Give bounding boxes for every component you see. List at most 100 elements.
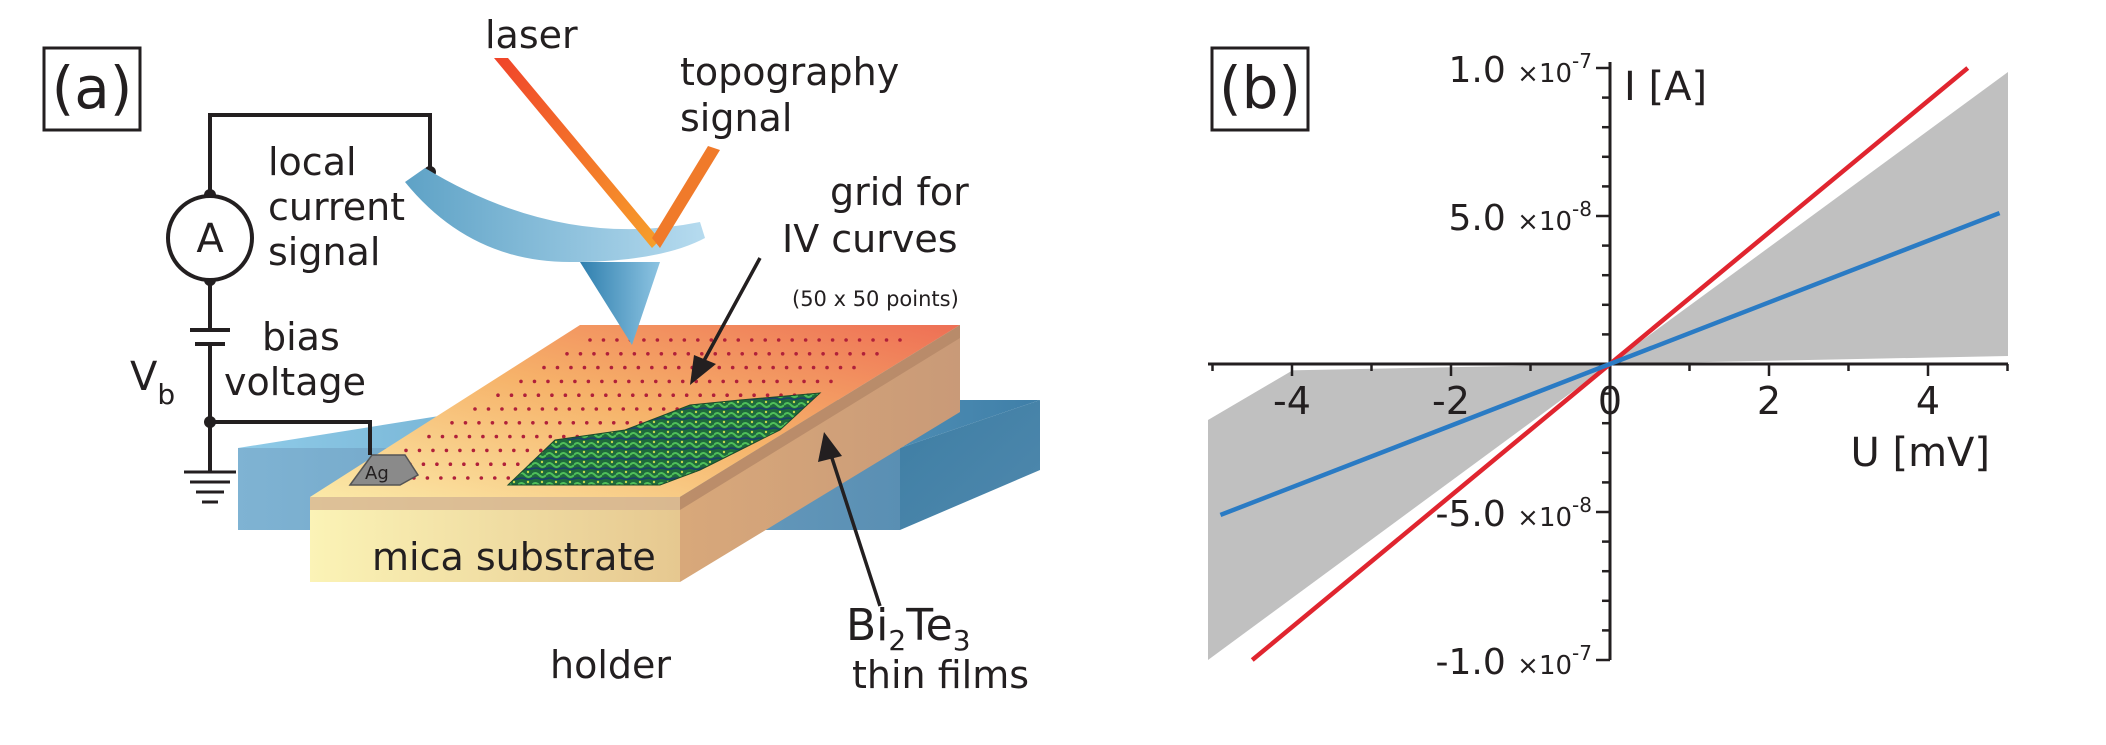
grid-arrow-head xyxy=(690,355,716,385)
current-label-1: local xyxy=(268,140,357,184)
grid-dot xyxy=(536,393,541,398)
grid-dot xyxy=(807,352,812,356)
grid-dot xyxy=(848,352,852,356)
grid-dot xyxy=(532,379,537,384)
grid-dot xyxy=(594,407,599,411)
grid-dot xyxy=(617,393,622,398)
grid-dot xyxy=(425,476,430,480)
grid-dot xyxy=(744,365,748,370)
film-label-1: Bi2Te3 xyxy=(846,600,971,657)
grid-dot xyxy=(776,338,781,342)
grid-dot xyxy=(749,338,754,342)
panel-b-label-box xyxy=(1210,46,1310,132)
grid-dot xyxy=(730,365,735,370)
grid-dot xyxy=(466,476,470,480)
grid-dot xyxy=(512,448,516,453)
laser-label: laser xyxy=(485,13,578,57)
grid-dot xyxy=(717,365,722,370)
grid-dot xyxy=(748,379,752,384)
grid-dot xyxy=(506,476,511,480)
grid-dot xyxy=(479,476,484,480)
grid-dot xyxy=(784,365,789,370)
band-gap-left xyxy=(1208,366,1300,420)
iv-curves-band-left xyxy=(1208,364,1610,660)
film-arrow xyxy=(828,451,882,607)
grid-dot xyxy=(513,407,518,411)
grid-points-label: (50 x 50 points) xyxy=(792,287,959,311)
grid-dot xyxy=(698,393,702,398)
grid-dot xyxy=(444,448,449,453)
grid-dot xyxy=(525,448,530,453)
vb-label: Vb xyxy=(130,354,175,411)
grid-dot xyxy=(861,352,866,356)
grid-dot xyxy=(636,365,641,370)
grid-dot xyxy=(517,421,522,425)
x-tick-label: -4 xyxy=(1273,379,1311,423)
grid-dot xyxy=(852,365,856,370)
grid-dot xyxy=(500,407,504,411)
grid-dot xyxy=(540,407,545,411)
grid-dot xyxy=(829,379,833,384)
grid-dot xyxy=(632,352,637,356)
current-label-3: signal xyxy=(268,230,380,274)
ammeter-symbol xyxy=(166,194,254,282)
grid-dot xyxy=(509,393,514,398)
grid-dot xyxy=(615,338,619,342)
laser-beam-out xyxy=(652,146,720,248)
grid-dot xyxy=(427,434,431,439)
grid-dot xyxy=(630,393,635,398)
grid-dot xyxy=(646,352,650,356)
grid-dot xyxy=(542,365,546,370)
grid-dot xyxy=(489,462,493,467)
grid-dot xyxy=(473,407,477,411)
grid-dot xyxy=(584,421,589,425)
grid-dot xyxy=(676,365,681,370)
grid-dot xyxy=(558,421,562,425)
grid-dot xyxy=(490,421,495,425)
afm-tip xyxy=(580,262,660,345)
grid-dot xyxy=(548,434,553,439)
x-axis-label: U [mV] xyxy=(1850,430,1990,476)
grid-dot xyxy=(661,407,666,411)
topography-label-1: topography xyxy=(680,50,899,94)
grid-dot xyxy=(815,379,820,384)
grid-dot xyxy=(485,448,489,453)
grid-dot xyxy=(844,338,848,342)
grid-dot xyxy=(555,365,560,370)
grid-dot xyxy=(417,448,422,453)
grid-dot xyxy=(559,379,564,384)
cantilever xyxy=(405,168,705,262)
grid-dot xyxy=(462,462,466,467)
grid-dot xyxy=(521,434,526,439)
grid-dot xyxy=(492,476,497,480)
grid-dot xyxy=(767,352,771,356)
y-axis-label: I [A] xyxy=(1624,64,1707,110)
grid-dot xyxy=(640,379,645,384)
grid-dot xyxy=(582,365,587,370)
grid-dot xyxy=(463,421,468,425)
grid-dot xyxy=(644,393,649,398)
grid-dot xyxy=(573,379,577,384)
bi2te3-film-patch xyxy=(506,392,822,486)
grid-dot xyxy=(404,448,408,453)
grid-dot xyxy=(504,421,508,425)
grid-dot xyxy=(726,352,731,356)
grid-dot xyxy=(554,407,558,411)
x-tick-label: -2 xyxy=(1432,379,1470,423)
grid-dot xyxy=(531,421,535,425)
grid-dot xyxy=(761,379,766,384)
panel-a: (a) holder mica substrate Ag xyxy=(42,13,1040,697)
grid-dot xyxy=(821,352,825,356)
grid-dot xyxy=(586,379,591,384)
grid-dot xyxy=(725,393,729,398)
grid-label-2: IV curves xyxy=(782,217,958,261)
grid-dot xyxy=(571,421,576,425)
grid-dot xyxy=(753,352,758,356)
grid-dot xyxy=(684,393,689,398)
grid-dot xyxy=(707,379,712,384)
grid-dot xyxy=(680,379,685,384)
grid-dot xyxy=(825,365,829,370)
grid-dot xyxy=(625,421,630,425)
grid-dot xyxy=(757,365,762,370)
